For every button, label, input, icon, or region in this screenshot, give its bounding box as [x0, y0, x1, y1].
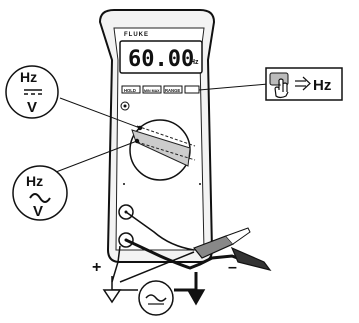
- lcd-unit: Hz: [190, 59, 199, 66]
- lead-negative: [125, 238, 249, 270]
- callout-press-result: Hz: [313, 77, 331, 94]
- range-button[interactable]: [163, 85, 183, 94]
- probe-black: [230, 246, 272, 271]
- lead-positive: [111, 211, 195, 283]
- ac-source-icon: [145, 294, 167, 302]
- callout-ac-top: Hz: [26, 173, 43, 189]
- minmax-button-label: MIN MAX: [144, 89, 160, 93]
- lcd-display: [119, 40, 203, 74]
- brand-label: FLUKE: [124, 32, 149, 38]
- dial-pointer: [131, 129, 191, 167]
- lead-positive-label: +: [92, 259, 101, 276]
- callout-dc-top: Hz: [20, 69, 37, 85]
- lead-negative-label: –: [228, 259, 237, 276]
- range-button-label: RANGE: [165, 88, 180, 93]
- ground-left: [102, 289, 122, 304]
- callout-ac-bottom: V: [33, 203, 43, 220]
- lcd-value: 60.00: [128, 47, 194, 72]
- ground-right: [186, 289, 206, 306]
- hz-button[interactable]: [184, 85, 200, 94]
- backlight-icon: [123, 104, 127, 108]
- hold-button[interactable]: [121, 85, 141, 94]
- callout-ac: [12, 165, 68, 221]
- hold-button-label: HOLD: [124, 88, 136, 93]
- dc-lines-icon: [24, 89, 42, 95]
- callout-dc: [5, 65, 59, 119]
- minmax-button[interactable]: [142, 85, 162, 94]
- arrow-right-icon: [295, 76, 311, 91]
- pointing-hand-icon: [274, 78, 289, 99]
- ac-sine-icon: [29, 193, 51, 203]
- callout-dc-bottom: V: [27, 99, 37, 116]
